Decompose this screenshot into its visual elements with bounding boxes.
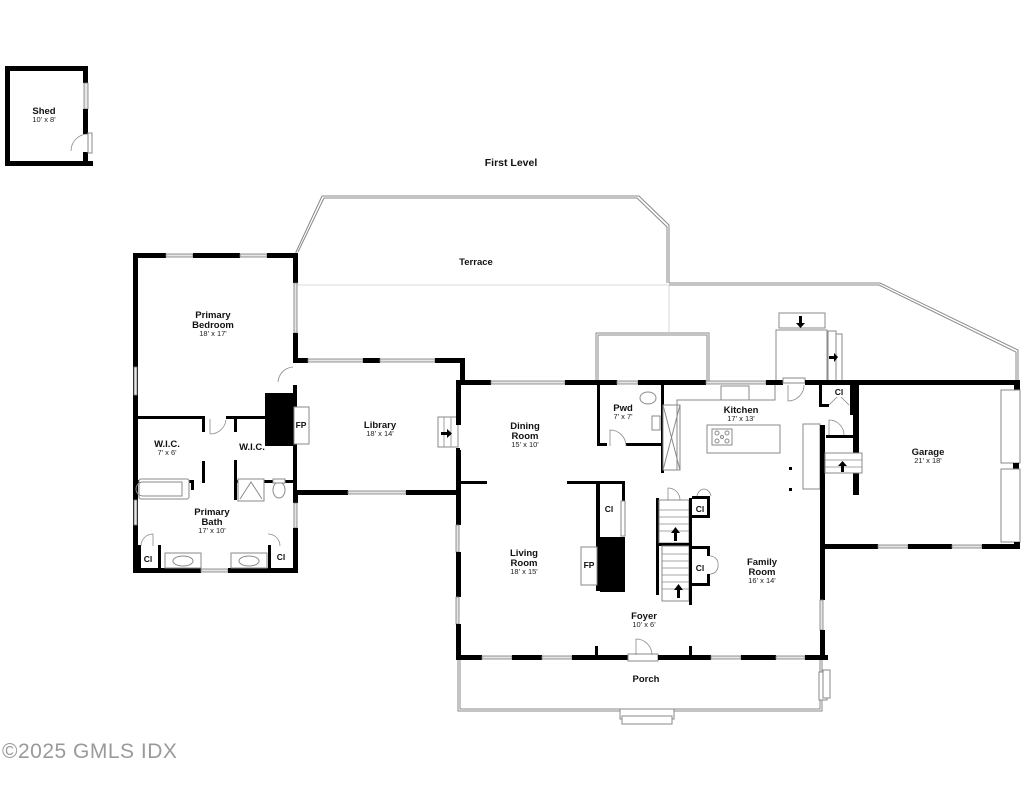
- primary-suite: [133, 253, 298, 573]
- family-room-label-2: Room: [749, 567, 776, 578]
- kitchen-dim: 17' x 13': [727, 414, 755, 423]
- stair-closet-lower-label: Cl: [696, 563, 705, 573]
- porch-label: Porch: [633, 674, 660, 685]
- library-dim: 18' x 14': [366, 429, 394, 438]
- primary-bath-dim: 17' x 10': [198, 526, 226, 535]
- shed-dim: 10' x 8': [32, 115, 56, 124]
- primary-bath-label-2: Bath: [201, 517, 222, 528]
- stair-closet-upper-label: Cl: [696, 504, 705, 514]
- family-room-label-1: Family: [747, 557, 778, 568]
- garage-label: Garage: [912, 447, 945, 458]
- living-room-label-1: Living: [510, 548, 538, 559]
- wic-2-label: W.I.C.: [239, 442, 265, 453]
- powder-dim: 7' x 7': [613, 412, 633, 421]
- library-fireplace-label: FP: [296, 420, 307, 430]
- library-label: Library: [364, 420, 397, 431]
- level-title: First Level: [485, 157, 538, 169]
- shed: [5, 66, 93, 166]
- kitchen-label: Kitchen: [724, 405, 759, 416]
- living-closet-label: Cl: [605, 504, 614, 514]
- shed-label: Shed: [32, 106, 55, 117]
- living-fireplace-label: FP: [584, 560, 595, 570]
- terrace: [295, 195, 1019, 383]
- primary-bedroom-label-2: Bedroom: [192, 320, 234, 331]
- primary-bedroom-dim: 18' x 17': [199, 329, 227, 338]
- kitchen-closet-label: Cl: [835, 387, 844, 397]
- dining-room-label-1: Dining: [510, 421, 540, 432]
- main-house: [455, 377, 1020, 662]
- dining-room-label-2: Room: [512, 431, 539, 442]
- garage-dim: 21' x 18': [914, 456, 942, 465]
- foyer-dim: 10' x 6': [632, 620, 656, 629]
- family-room-dim: 16' x 14': [748, 576, 776, 585]
- living-room-dim: 18' x 15': [510, 567, 538, 576]
- terrace-label: Terrace: [459, 257, 493, 268]
- wic-1-label: W.I.C.: [154, 439, 180, 450]
- bath-closet-right-label: Cl: [277, 552, 286, 562]
- primary-bedroom-label-1: Primary: [195, 310, 231, 321]
- wic-1-dim: 7' x 6': [157, 448, 177, 457]
- porch: [457, 660, 831, 725]
- powder-label: Pwd: [613, 403, 633, 414]
- primary-bath-label-1: Primary: [194, 507, 230, 518]
- dining-room-dim: 15' x 10': [511, 440, 539, 449]
- foyer-label: Foyer: [631, 611, 657, 622]
- bath-closet-left-label: Cl: [144, 554, 153, 564]
- living-room-label-2: Room: [511, 558, 538, 569]
- copyright-watermark: ©2025 GMLS IDX: [2, 740, 178, 763]
- garage: [820, 380, 1021, 549]
- central-core: [580, 481, 719, 605]
